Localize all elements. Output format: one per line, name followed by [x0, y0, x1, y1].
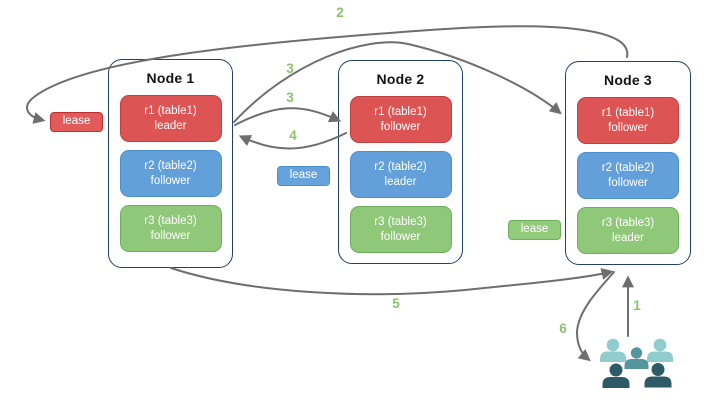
node-2-title: Node 2: [376, 71, 425, 87]
user-light-right: [647, 338, 673, 362]
replica-role: follower: [380, 120, 421, 133]
replica-name: r1 (table1): [601, 106, 655, 119]
replica-name: r1 (table1): [374, 105, 427, 118]
replica-role: leader: [612, 231, 644, 244]
replica-name: r3 (table3): [144, 214, 197, 227]
replica-name: r2 (table2): [144, 159, 197, 172]
step-label-2: 2: [336, 5, 344, 20]
node-1-replica-r2: r2 (table2) follower: [119, 150, 222, 197]
replica-role: follower: [380, 230, 421, 243]
replica-role: leader: [384, 175, 417, 188]
step-label-3a: 3: [286, 61, 294, 76]
user-dark-right: [644, 363, 672, 388]
replica-name: r2 (table2): [601, 161, 655, 174]
node-2-replica-r2: r2 (table2) leader: [349, 151, 452, 198]
arrow-6-response-to-users: [575, 271, 615, 362]
replica-name: r1 (table1): [144, 104, 197, 117]
step-label-3b: 3: [286, 90, 294, 105]
arrow-5-node1-to-node3: [170, 267, 614, 296]
node-3-replica-r2: r2 (table2) follower: [577, 152, 679, 199]
node-3-replica-r3: r3 (table3) leader: [577, 207, 679, 254]
node-1: Node 1 r1 (table1) leader r2 (table2) fo…: [108, 59, 233, 268]
replica-role: follower: [150, 229, 191, 242]
node-2-replica-r1: r1 (table1) follower: [349, 96, 452, 143]
step-label-6: 6: [559, 321, 567, 336]
user-mid-center: [624, 347, 649, 369]
node-1-replica-r3: r3 (table3) follower: [119, 205, 222, 252]
user-light-left: [600, 338, 626, 362]
replica-name: r2 (table2): [374, 160, 427, 173]
replica-name: r3 (table3): [601, 216, 655, 229]
user-group-icon: [600, 338, 673, 388]
node-3-replica-r1: r1 (table1) follower: [577, 97, 679, 144]
node-2-replica-r3: r3 (table3) follower: [349, 206, 452, 253]
node-1-title: Node 1: [146, 70, 195, 86]
replica-name: r3 (table3): [374, 215, 427, 228]
step-label-4: 4: [289, 128, 297, 143]
lease-tag-blue: lease: [277, 166, 330, 186]
user-dark-left: [602, 363, 630, 388]
node-1-replica-r1: r1 (table1) leader: [119, 95, 222, 142]
lease-tag-green: lease: [508, 220, 561, 240]
replica-role: follower: [150, 174, 191, 187]
step-label-5: 5: [392, 296, 400, 311]
arrow-3-replicate-to-node2: [234, 107, 342, 126]
node-3-title: Node 3: [604, 72, 652, 88]
replica-role: follower: [608, 176, 648, 189]
node-3: Node 3 r1 (table1) follower r2 (table2) …: [565, 61, 691, 265]
replica-role: follower: [608, 121, 648, 134]
node-2: Node 2 r1 (table1) follower r2 (table2) …: [338, 60, 463, 264]
step-label-1: 1: [633, 298, 641, 313]
replica-role: leader: [154, 119, 187, 132]
lease-tag-red: lease: [50, 112, 103, 132]
